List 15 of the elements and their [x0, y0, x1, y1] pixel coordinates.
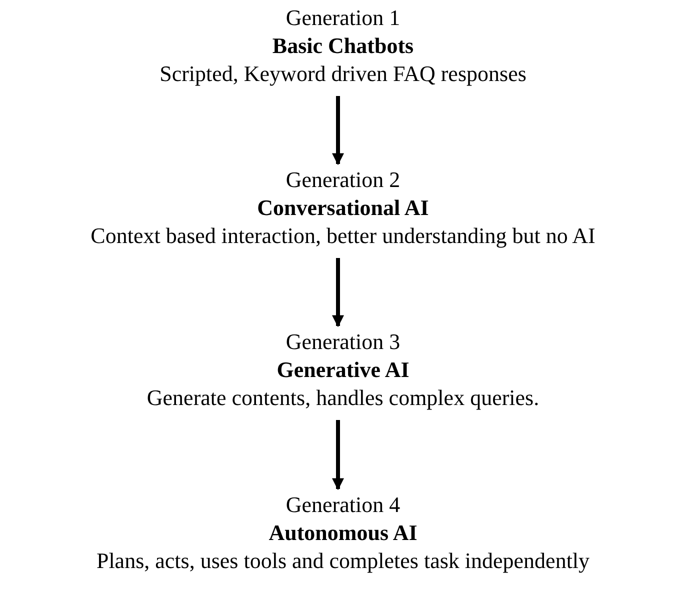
generation-label: Generation 2	[286, 166, 400, 194]
generation-description: Plans, acts, uses tools and completes task independently	[96, 547, 590, 575]
generation-title: Conversational AI	[257, 194, 429, 222]
generation-label: Generation 4	[286, 491, 400, 519]
arrow	[332, 258, 344, 328]
generation-title: Generative AI	[276, 356, 410, 384]
arrow	[332, 420, 344, 490]
generation-description: Scripted, Keyword driven FAQ responses	[160, 60, 526, 88]
generation-label: Generation 1	[286, 4, 400, 32]
generation-title: Basic Chatbots	[272, 32, 414, 60]
arrow	[332, 96, 344, 166]
generation-title: Autonomous AI	[268, 519, 418, 547]
generation-description: Generate contents, handles complex queries.	[146, 384, 540, 412]
generation-label: Generation 3	[286, 328, 400, 356]
generation-description: Context based interaction, better understanding but no AI	[90, 222, 596, 250]
